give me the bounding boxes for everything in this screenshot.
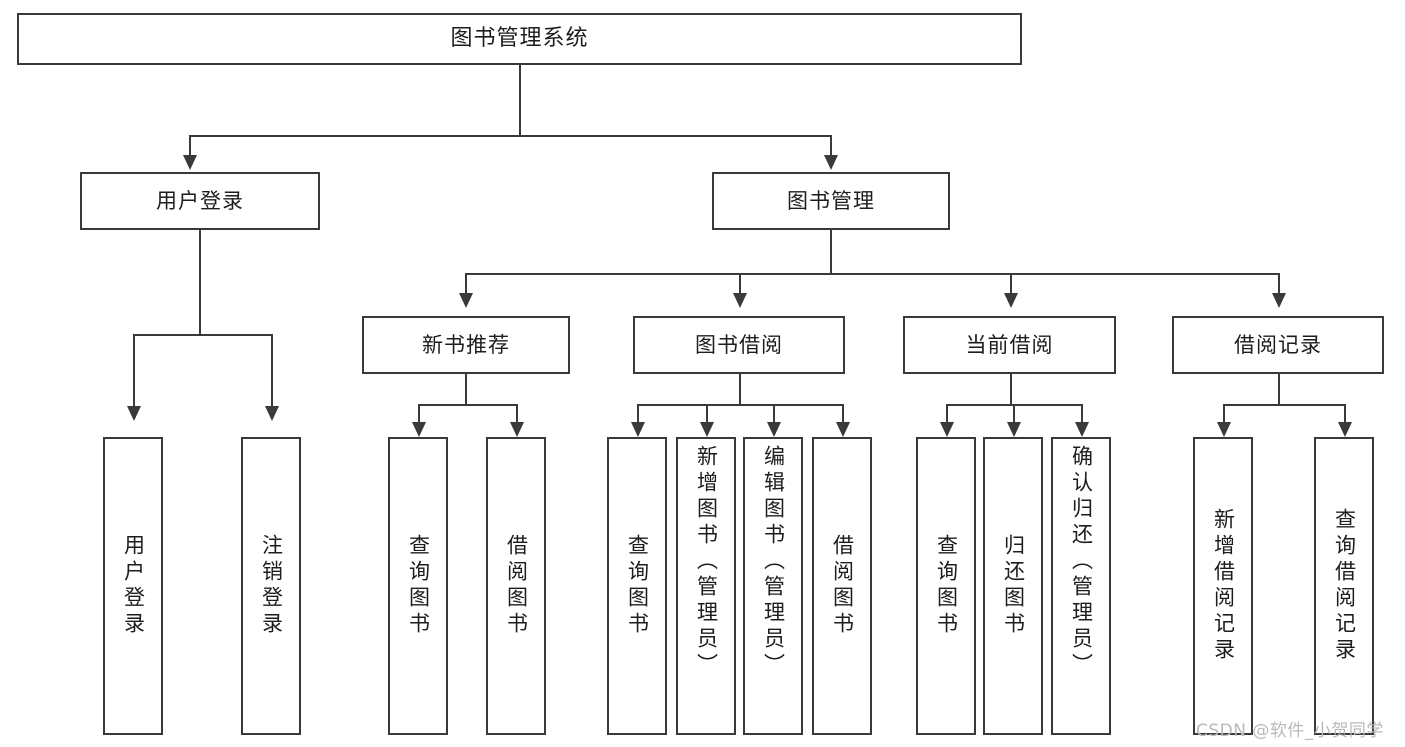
connector-user-login-stem [199,230,201,336]
arrow-user-login-to-leaf-1 [127,406,141,421]
connector-br-to-leaf-1 [1223,404,1225,424]
connector-bb-to-leaf-1 [637,404,639,424]
node-label: 新增图书（管理员） [694,445,719,679]
connector-book-borrow-stem [739,374,741,406]
watermark-text: CSDN @软件_小贺同学 [1196,721,1384,741]
connector-bm-to-borrow-record [1278,273,1280,295]
leaf-return-book[interactable]: 归还图书 [983,437,1043,735]
leaf-query-borrow-record[interactable]: 查询借阅记录 [1314,437,1374,735]
node-book-borrow[interactable]: 图书借阅 [633,316,845,374]
leaf-query-book-borrow[interactable]: 查询图书 [607,437,667,735]
connector-user-login-to-leaf-1 [133,334,135,408]
arrow-bb-to-leaf-1 [631,422,645,437]
node-user-login[interactable]: 用户登录 [80,172,320,230]
node-label: 借阅记录 [1234,332,1322,357]
arrow-bm-to-book-borrow [733,293,747,308]
arrow-cb-to-leaf-2 [1007,422,1021,437]
leaf-borrow-book-recommend[interactable]: 借阅图书 [486,437,546,735]
connector-book-management-bar [465,273,1279,275]
connector-bb-to-leaf-4 [842,404,844,424]
arrow-new-book-to-leaf-1 [412,422,426,437]
connector-new-book-to-leaf-2 [516,404,518,424]
connector-bm-to-new-book [465,273,467,295]
arrow-bb-to-leaf-3 [767,422,781,437]
node-label: 查询图书 [625,534,650,638]
node-current-borrow[interactable]: 当前借阅 [903,316,1116,374]
node-label: 查询借阅记录 [1332,508,1357,664]
leaf-query-book-recommend[interactable]: 查询图书 [388,437,448,735]
connector-current-borrow-stem [1010,374,1012,406]
node-root-book-management-system[interactable]: 图书管理系统 [17,13,1022,65]
arrow-new-book-to-leaf-2 [510,422,524,437]
node-label: 借阅图书 [830,534,855,638]
node-label: 当前借阅 [965,332,1054,357]
arrow-cb-to-leaf-3 [1075,422,1089,437]
node-label: 查询图书 [934,534,959,638]
connector-cb-to-leaf-2 [1013,404,1015,424]
connector-root-to-user-login [189,135,191,157]
arrow-bm-to-new-book [459,293,473,308]
connector-user-login-bar [133,334,271,336]
node-label: 借阅图书 [504,534,529,638]
node-label: 图书管理系统 [450,26,589,52]
node-label: 查询图书 [406,534,431,638]
connector-bm-to-book-borrow [739,273,741,295]
node-label: 用户登录 [156,188,244,213]
node-new-book-recommend[interactable]: 新书推荐 [362,316,570,374]
node-label: 确认归还（管理员） [1069,445,1094,679]
node-label: 新增借阅记录 [1211,508,1236,664]
node-label: 用户登录 [121,534,146,638]
leaf-edit-book-admin[interactable]: 编辑图书（管理员） [743,437,803,735]
connector-bm-to-current-borrow [1010,273,1012,295]
node-label: 图书借阅 [695,332,783,357]
connector-borrow-record-bar [1223,404,1344,406]
leaf-borrow-book[interactable]: 借阅图书 [812,437,872,735]
connector-cb-to-leaf-1 [946,404,948,424]
connector-root-bar [189,135,831,137]
connector-book-borrow-bar [637,404,842,406]
arrow-bm-to-borrow-record [1272,293,1286,308]
arrow-root-to-book-management [824,155,838,170]
node-label: 归还图书 [1001,534,1026,638]
node-label: 图书管理 [787,188,875,213]
arrow-root-to-user-login [183,155,197,170]
arrow-user-login-to-leaf-2 [265,406,279,421]
leaf-add-borrow-record[interactable]: 新增借阅记录 [1193,437,1253,735]
connector-bb-to-leaf-2 [706,404,708,424]
node-borrow-record[interactable]: 借阅记录 [1172,316,1384,374]
connector-borrow-record-stem [1278,374,1280,406]
connector-cb-to-leaf-3 [1081,404,1083,424]
arrow-bm-to-current-borrow [1004,293,1018,308]
leaf-add-book-admin[interactable]: 新增图书（管理员） [676,437,736,735]
connector-bb-to-leaf-3 [773,404,775,424]
leaf-confirm-return-admin[interactable]: 确认归还（管理员） [1051,437,1111,735]
connector-new-book-to-leaf-1 [418,404,420,424]
node-label: 编辑图书（管理员） [761,445,786,679]
leaf-user-login[interactable]: 用户登录 [103,437,163,735]
connector-root-stem [519,65,521,136]
connector-book-management-stem [830,230,832,275]
connector-br-to-leaf-2 [1344,404,1346,424]
node-book-management[interactable]: 图书管理 [712,172,950,230]
leaf-query-book-current[interactable]: 查询图书 [916,437,976,735]
arrow-br-to-leaf-1 [1217,422,1231,437]
leaf-user-logout[interactable]: 注销登录 [241,437,301,735]
connector-new-book-stem [465,374,467,406]
arrow-br-to-leaf-2 [1338,422,1352,437]
node-label: 新书推荐 [422,332,510,357]
arrow-bb-to-leaf-2 [700,422,714,437]
arrow-bb-to-leaf-4 [836,422,850,437]
node-label: 注销登录 [259,534,284,638]
connector-root-to-book-management [830,135,832,157]
connector-user-login-to-leaf-2 [271,334,273,408]
arrow-cb-to-leaf-1 [940,422,954,437]
connector-new-book-bar [418,404,516,406]
